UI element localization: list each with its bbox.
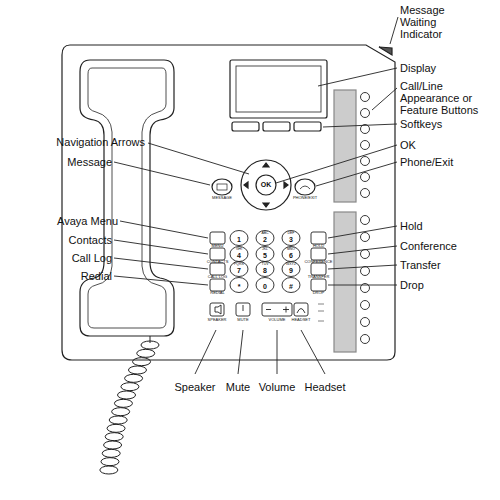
button-caption: OK xyxy=(261,181,272,189)
feature-button xyxy=(361,335,370,344)
key-letters: WXYZ xyxy=(286,263,296,267)
keypad-key xyxy=(230,278,248,293)
line-button xyxy=(361,93,370,102)
coiled-cord xyxy=(100,341,159,474)
keypad-key xyxy=(282,231,300,246)
callout-label: Call Log xyxy=(72,252,112,264)
callout-label: Mute xyxy=(226,381,250,393)
callout-label: Phone/Exit xyxy=(400,156,453,168)
feature-button xyxy=(361,267,370,276)
callout-label: Drop xyxy=(400,279,424,291)
keypad-key xyxy=(282,278,300,293)
callout-label: Speaker xyxy=(175,381,216,393)
callout-label: Transfer xyxy=(400,259,441,271)
key-letters: JKL xyxy=(262,248,268,252)
key-digit: 9 xyxy=(289,267,293,275)
button-caption: HOLD xyxy=(313,244,324,248)
keypad-key xyxy=(256,231,274,246)
key-digit: 6 xyxy=(289,252,293,260)
feature-button xyxy=(361,233,370,242)
line-button xyxy=(361,141,370,150)
key-letters: ABC xyxy=(261,232,268,236)
callout-label: Contacts xyxy=(69,234,112,246)
key-letters: TUV xyxy=(262,263,269,267)
callout-label: Redial xyxy=(81,270,112,282)
callout-label: Call/Line Appearance or Feature Buttons xyxy=(400,80,496,116)
button-caption: CONFERENCE xyxy=(304,260,332,264)
feature-button xyxy=(361,318,370,327)
button-caption: DROP xyxy=(313,291,325,295)
key-digit: # xyxy=(289,283,293,291)
button-caption: TRANSFER xyxy=(308,275,330,279)
key-digit: 1 xyxy=(237,236,241,244)
feature-button xyxy=(361,216,370,225)
button-caption: CALL LOG xyxy=(208,275,227,279)
callout-label: Headset xyxy=(305,381,346,393)
key-letters: GHI xyxy=(236,248,242,252)
button-caption: MUTE xyxy=(237,318,248,322)
line-button xyxy=(361,109,370,118)
keypad-key xyxy=(282,247,300,262)
key-digit: 2 xyxy=(263,236,267,244)
callout-label: Volume xyxy=(259,381,296,393)
button-caption: MESSAGE xyxy=(212,196,232,200)
key-digit: 4 xyxy=(237,252,241,260)
key-letters: DEF xyxy=(288,232,295,236)
button-caption: VOLUME xyxy=(269,318,286,322)
keypad-key xyxy=(230,247,248,262)
line-button xyxy=(361,189,370,198)
feature-button xyxy=(361,301,370,310)
line-button xyxy=(361,157,370,166)
key-letters: PQRS xyxy=(234,263,244,267)
callout-label: Navigation Arrows xyxy=(56,136,145,148)
callout-label: Softkeys xyxy=(400,118,442,130)
key-digit: * xyxy=(238,283,241,291)
button-caption: PHONE/EXIT xyxy=(293,196,317,200)
key-letters: MNO xyxy=(287,248,295,252)
key-digit: 5 xyxy=(263,252,267,260)
callout-label: Avaya Menu xyxy=(57,215,118,227)
feature-button xyxy=(361,250,370,259)
key-digit: 8 xyxy=(263,267,267,275)
button-caption: HEADSET xyxy=(292,318,311,322)
line-button xyxy=(361,173,370,182)
callout-label: Display xyxy=(400,62,436,74)
keypad-key xyxy=(230,231,248,246)
key-digit: 7 xyxy=(237,267,241,275)
keypad-key xyxy=(282,262,300,277)
button-caption: SPEAKER xyxy=(208,318,227,322)
keypad-key xyxy=(256,262,274,277)
callout-label: Message Waiting Indicator xyxy=(400,4,470,40)
button-caption: CONTACTS xyxy=(207,260,229,264)
keypad-key xyxy=(256,247,274,262)
callout-label: Message xyxy=(67,156,112,168)
keypad-key xyxy=(230,262,248,277)
callout-label: OK xyxy=(400,139,416,151)
key-digit: 0 xyxy=(263,283,267,291)
callout-label: Conference xyxy=(400,240,457,252)
key-digit: 3 xyxy=(289,236,293,244)
keypad-key xyxy=(256,278,274,293)
button-caption: REDIAL xyxy=(210,291,224,295)
callout-label: Hold xyxy=(400,220,423,232)
cord-end xyxy=(150,336,151,343)
button-caption: MENU xyxy=(212,244,224,248)
